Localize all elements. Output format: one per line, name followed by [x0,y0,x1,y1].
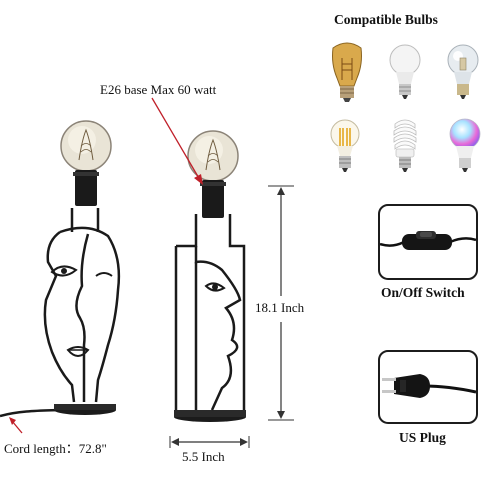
height-label: 18.1 Inch [255,300,305,315]
edison-st64-bulb-icon [332,42,362,102]
plug-box [378,350,478,424]
switch-box [378,204,478,280]
spiral-cfl-bulb-icon [393,119,417,172]
base-spec-label: E26 base Max 60 watt [100,82,217,97]
cord-length-label: Cord length：72.8" [4,441,107,456]
inline-switch-icon [380,231,476,250]
width-dimension [169,436,250,448]
halogen-bulb-icon [447,44,479,99]
bulb-left-icon [60,120,112,172]
base-arrow [151,97,201,181]
width-label: 5.5 Inch [182,449,225,464]
us-plug-icon [382,374,476,398]
rgb-smart-bulb-icon [449,118,481,172]
height-dimension [268,185,294,421]
bulb-right-icon [187,130,239,182]
bulbs-title: Compatible Bulbs [334,12,438,27]
a19-led-bulb-icon [389,44,421,99]
bulb-grid [330,42,481,172]
cord-arrow [11,420,23,434]
switch-label: On/Off Switch [381,285,465,300]
filament-led-bulb-icon [330,119,360,172]
lamp-left [43,120,121,415]
lamp-right [174,130,246,422]
plug-label: US Plug [399,430,446,445]
